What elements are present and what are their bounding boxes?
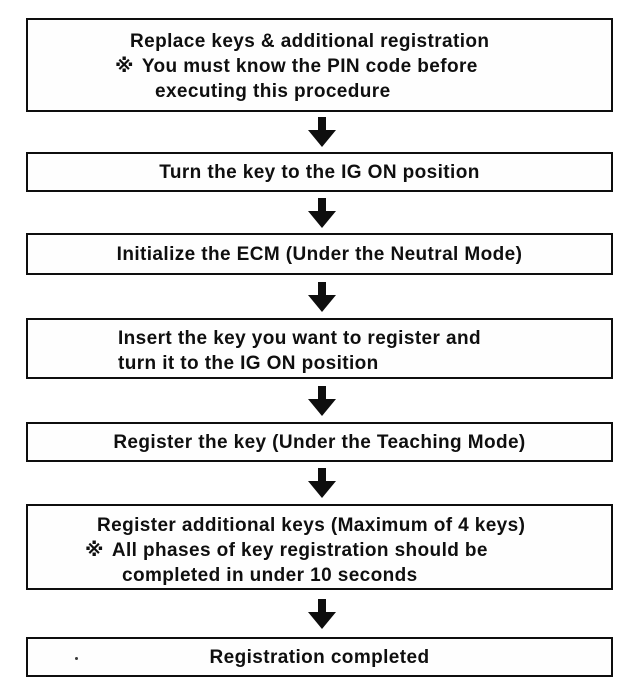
step-note-text: All phases of key registration should be xyxy=(111,540,488,561)
down-arrow-icon xyxy=(308,598,336,629)
down-arrow-icon xyxy=(308,281,336,312)
flow-connector xyxy=(0,590,640,637)
reference-mark-icon: ※ xyxy=(85,540,104,561)
down-arrow-icon xyxy=(308,385,336,416)
flow-step-registration-completed: Registration completed xyxy=(26,637,613,677)
step-title: Registration completed xyxy=(209,646,430,668)
flow-connector xyxy=(0,192,640,233)
down-arrow-icon xyxy=(308,468,336,498)
down-arrow-icon xyxy=(308,117,336,147)
step-title: Replace keys & additional registration xyxy=(130,31,490,52)
flow-connector xyxy=(0,112,640,152)
scan-dot-artifact xyxy=(75,657,78,660)
flow-step-insert-key: Insert the key you want to register and … xyxy=(26,318,613,379)
flow-step-ig-on: Turn the key to the IG ON position xyxy=(26,152,613,192)
flow-step-register-key: Register the key (Under the Teaching Mod… xyxy=(26,422,613,462)
step-title: Register additional keys (Maximum of 4 k… xyxy=(97,515,526,536)
reference-mark-icon: ※ xyxy=(115,56,134,77)
flow-step-initialize-ecm: Initialize the ECM (Under the Neutral Mo… xyxy=(26,233,613,275)
step-title: Insert the key you want to register and xyxy=(118,328,481,349)
flow-connector xyxy=(0,379,640,422)
flow-connector xyxy=(0,275,640,318)
flow-step-register-additional-keys: Register additional keys (Maximum of 4 k… xyxy=(26,504,613,590)
step-title: Register the key (Under the Teaching Mod… xyxy=(113,431,526,453)
flow-step-replace-keys: Replace keys & additional registration ※… xyxy=(26,18,613,112)
step-title: Initialize the ECM (Under the Neutral Mo… xyxy=(116,243,523,265)
flow-connector xyxy=(0,462,640,504)
step-note-continued: completed in under 10 seconds xyxy=(122,565,418,586)
step-title: Turn the key to the IG ON position xyxy=(159,161,480,183)
step-title-continued: turn it to the IG ON position xyxy=(118,353,379,374)
step-note-continued: executing this procedure xyxy=(155,81,391,102)
step-note: ※ All phases of key registration should b… xyxy=(28,538,611,563)
step-note: ※ You must know the PIN code before xyxy=(28,54,611,79)
down-arrow-icon xyxy=(308,197,336,228)
step-note-text: You must know the PIN code before xyxy=(141,56,478,77)
